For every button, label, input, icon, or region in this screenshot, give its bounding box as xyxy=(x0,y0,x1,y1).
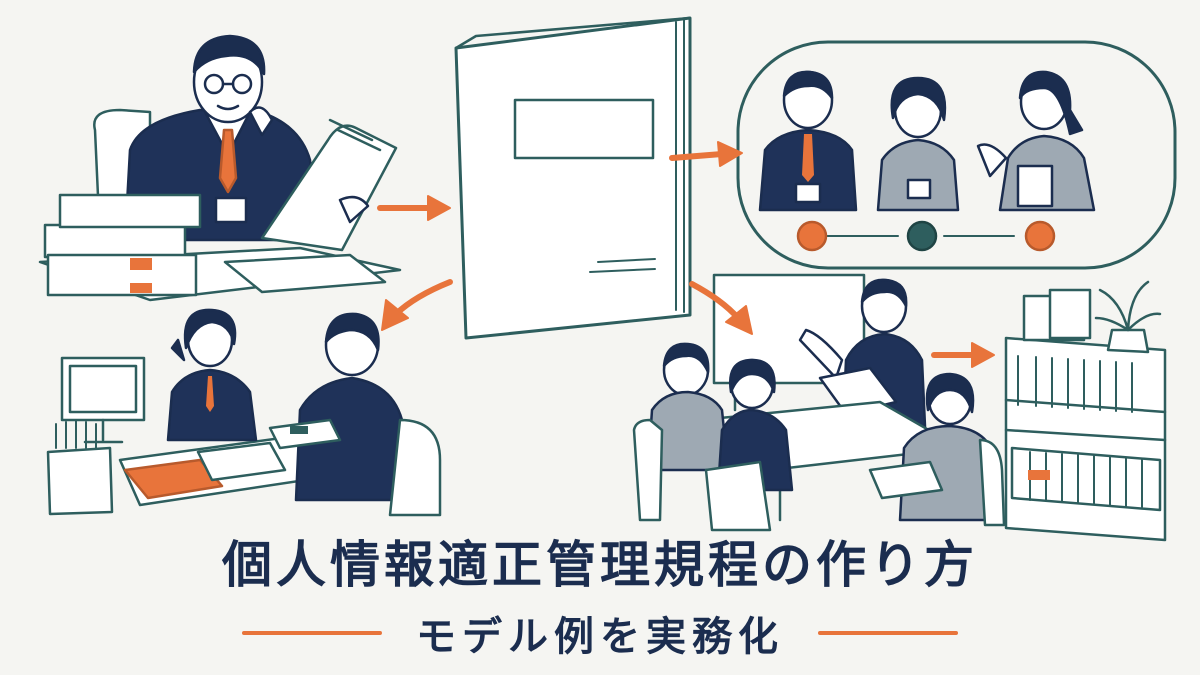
decorative-rule-left xyxy=(242,631,382,635)
staff-consultation xyxy=(46,308,442,517)
arrow-right-icon xyxy=(931,342,995,368)
page-subtitle: モデル例を実務化 xyxy=(416,614,784,660)
arrow-down-right-icon xyxy=(689,281,753,335)
flow-arrows xyxy=(377,141,995,368)
file-archive-shelf xyxy=(1004,280,1167,542)
regulation-binder xyxy=(454,16,692,340)
page-title: 個人情報適正管理規程の作り方 xyxy=(222,536,978,594)
manager-reviewing-document xyxy=(38,34,402,302)
subtitle-row: モデル例を実務化 xyxy=(0,605,1200,661)
arrow-right-icon xyxy=(377,195,451,221)
team-meeting-presentation xyxy=(632,273,1006,532)
decorative-rule-right xyxy=(818,631,958,635)
team-role-flow xyxy=(736,40,1177,270)
arrow-right-icon xyxy=(669,141,743,167)
arrow-down-left-icon xyxy=(381,279,453,331)
